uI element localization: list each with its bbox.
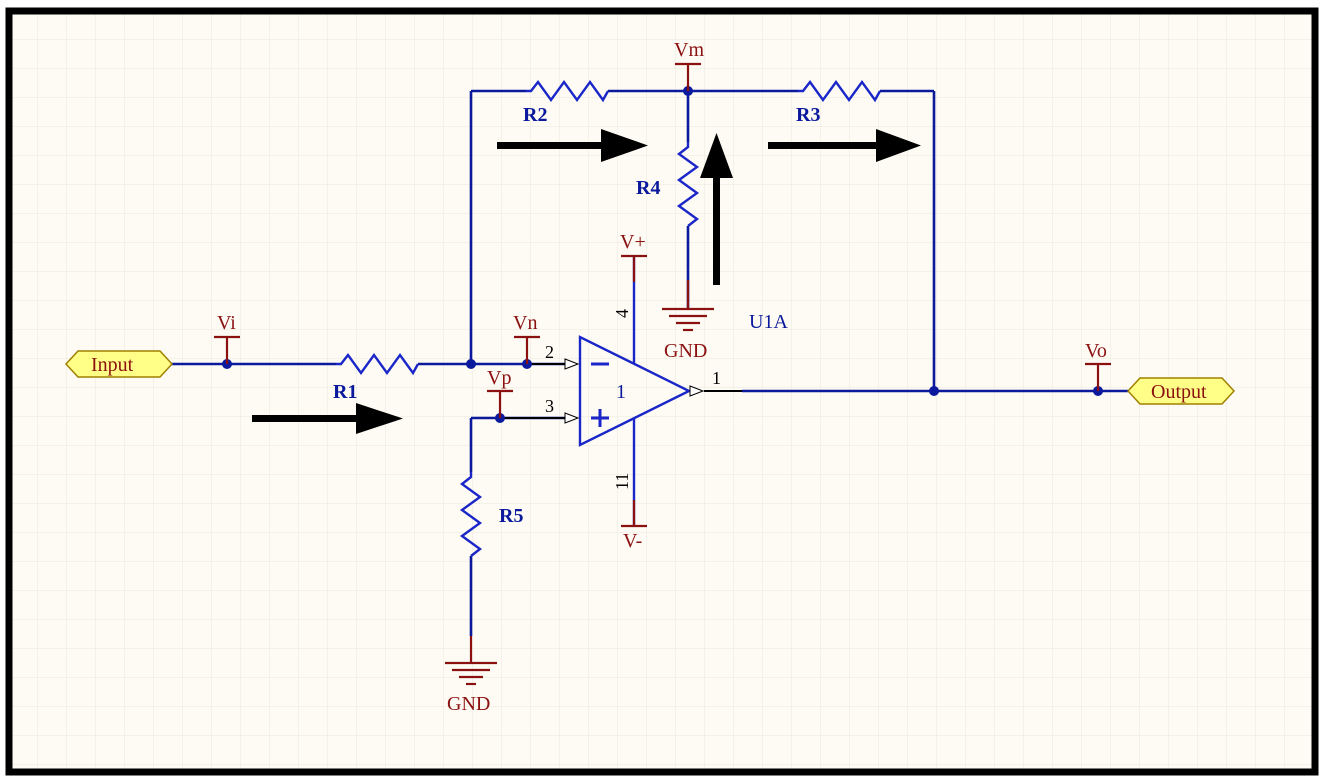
port-label-output: Output — [1151, 381, 1207, 403]
port-input[interactable]: Input — [64, 350, 174, 378]
net-label-vm: Vm — [674, 39, 704, 61]
pin-out-marker — [689, 385, 705, 397]
resistor-r1[interactable] — [336, 352, 420, 376]
net-vp[interactable]: Vp — [487, 367, 513, 418]
net-label-vp: Vp — [487, 367, 511, 389]
opamp-designator: U1A — [749, 311, 788, 333]
net-vo[interactable]: Vo — [1085, 340, 1111, 391]
resistor-r4[interactable] — [676, 142, 700, 227]
arrow-r2-current-icon — [497, 129, 648, 162]
junction-output — [929, 386, 939, 396]
junction-r1-r2 — [466, 359, 476, 369]
pin-number-inv: 2 — [545, 342, 554, 362]
port-label-input: Input — [91, 354, 134, 376]
resistor-label-r1: R1 — [333, 381, 357, 403]
pin-number-vpos: 4 — [612, 309, 632, 318]
ground-label-top: GND — [664, 340, 707, 362]
sheet-border — [5, 7, 1319, 776]
opamp-part-number: 1 — [616, 381, 626, 403]
pin-number-out: 1 — [712, 368, 721, 388]
opamp-u1a[interactable]: 1 — [500, 256, 742, 526]
pin-noninv-marker — [564, 412, 580, 424]
net-label-vminus: V- — [623, 530, 642, 552]
power-vneg[interactable]: V- — [621, 500, 647, 552]
port-output[interactable]: Output — [1126, 377, 1236, 405]
arrow-r1-current-icon — [252, 403, 403, 434]
net-vm[interactable]: Vm — [674, 39, 704, 91]
ground-symbol-bottom[interactable]: GND — [445, 636, 497, 715]
pin-number-noninv: 3 — [545, 396, 554, 416]
net-label-vo: Vo — [1085, 340, 1107, 362]
resistor-label-r2: R2 — [523, 104, 547, 126]
resistor-label-r3: R3 — [796, 104, 820, 126]
ground-label-bottom: GND — [447, 693, 490, 715]
resistor-r2[interactable] — [526, 79, 610, 103]
net-label-vi: Vi — [217, 312, 236, 334]
ground-symbol-top[interactable]: GND — [662, 280, 714, 362]
net-label-vn: Vn — [513, 312, 537, 334]
pin-number-vneg: 11 — [612, 473, 632, 490]
resistor-r3[interactable] — [798, 79, 882, 103]
arrow-r3-current-icon — [768, 129, 921, 162]
net-vn[interactable]: Vn — [513, 312, 540, 364]
net-vi[interactable]: Vi — [214, 312, 240, 364]
net-label-vplus: V+ — [620, 231, 646, 253]
resistor-label-r4: R4 — [636, 177, 660, 199]
resistor-label-r5: R5 — [499, 505, 523, 527]
pin-inv-marker — [564, 358, 580, 370]
resistor-r5[interactable] — [459, 472, 483, 557]
arrow-r4-current-icon — [700, 133, 733, 285]
power-vpos[interactable]: V+ — [620, 231, 647, 282]
